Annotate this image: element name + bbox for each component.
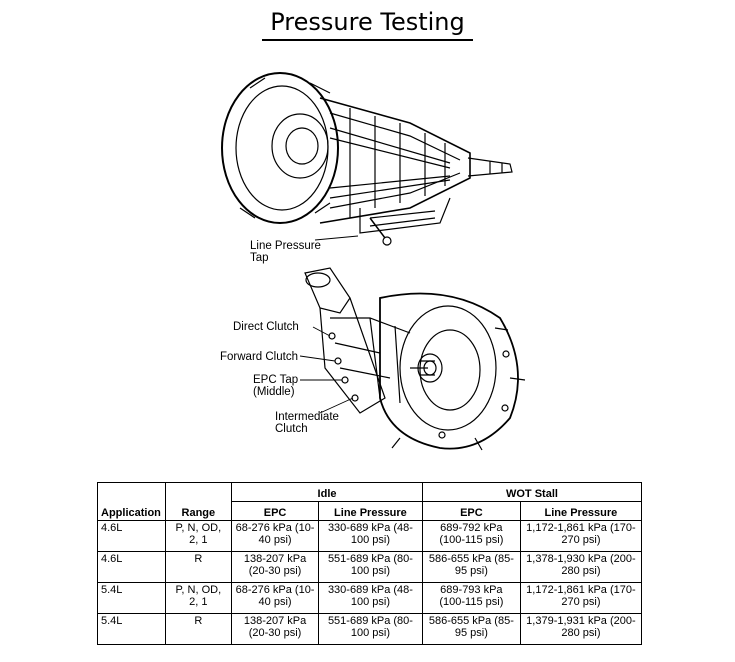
table-cell-wot-line: 1,172-1,861 kPa (170- 270 psi) [519, 520, 643, 552]
table-cell-range: R [164, 551, 233, 583]
label-intermediate-clutch: Intermediate Clutch [275, 411, 339, 435]
table-cell-wot-line: 1,379-1,931 kPa (200- 280 psi) [519, 613, 643, 645]
table-cell-idle-line: 330-689 kPa (48- 100 psi) [317, 520, 423, 552]
table-cell-wot-epc: 689-793 kPa (100-115 psi) [421, 582, 521, 614]
lower-transmission-drawing [299, 267, 526, 451]
col-header-idle-epc: EPC [231, 501, 319, 521]
group-header-idle: Idle [231, 482, 423, 502]
col-header-range: Range [164, 482, 233, 521]
table-cell-range: P, N, OD, 2, 1 [164, 520, 233, 552]
col-header-wot-epc: EPC [421, 501, 521, 521]
table-cell-idle-line: 551-689 kPa (80- 100 psi) [317, 551, 423, 583]
label-epc-tap: EPC Tap (Middle) [253, 374, 299, 398]
table-cell-application: 5.4L [97, 582, 166, 614]
table-cell-range: P, N, OD, 2, 1 [164, 582, 233, 614]
table-cell-idle-epc: 68-276 kPa (10- 40 psi) [231, 520, 319, 552]
col-header-idle-line-pressure: Line Pressure [317, 501, 423, 521]
table-cell-idle-line: 551-689 kPa (80- 100 psi) [317, 613, 423, 645]
table-cell-wot-line: 1,378-1,930 kPa (200- 280 psi) [519, 551, 643, 583]
pressure-spec-table: Application Range Idle WOT Stall EPC Lin… [97, 482, 643, 645]
page-title: Pressure Testing [0, 8, 735, 41]
table-cell-wot-epc: 586-655 kPa (85- 95 psi) [421, 613, 521, 645]
table-cell-idle-epc: 68-276 kPa (10- 40 psi) [231, 582, 319, 614]
table-cell-application: 5.4L [97, 613, 166, 645]
label-forward-clutch: Forward Clutch [220, 351, 298, 363]
table-cell-range: R [164, 613, 233, 645]
group-header-wot-stall: WOT Stall [421, 482, 643, 502]
transmission-diagram [221, 72, 526, 451]
table-group-header-row: Application Range Idle WOT Stall [97, 482, 643, 521]
label-line-pressure-tap: Line Pressure Tap [250, 240, 321, 264]
table-cell-wot-epc: 689-792 kPa (100-115 psi) [421, 520, 521, 552]
label-direct-clutch: Direct Clutch [233, 321, 299, 333]
table-cell-idle-line: 330-689 kPa (48- 100 psi) [317, 582, 423, 614]
page-title-text: Pressure Testing [262, 8, 473, 41]
table-cell-wot-line: 1,172-1,861 kPa (170- 270 psi) [519, 582, 643, 614]
table-column-header-row: EPC Line Pressure EPC Line Pressure [98, 501, 643, 521]
table-cell-application: 4.6L [97, 520, 166, 552]
col-header-application: Application [97, 482, 166, 521]
table-cell-wot-epc: 586-655 kPa (85- 95 psi) [421, 551, 521, 583]
table-cell-idle-epc: 138-207 kPa (20-30 psi) [231, 551, 319, 583]
upper-transmission-drawing [221, 72, 513, 246]
col-header-wot-line-pressure: Line Pressure [519, 501, 643, 521]
table-cell-idle-epc: 138-207 kPa (20-30 psi) [231, 613, 319, 645]
table-cell-application: 4.6L [97, 551, 166, 583]
